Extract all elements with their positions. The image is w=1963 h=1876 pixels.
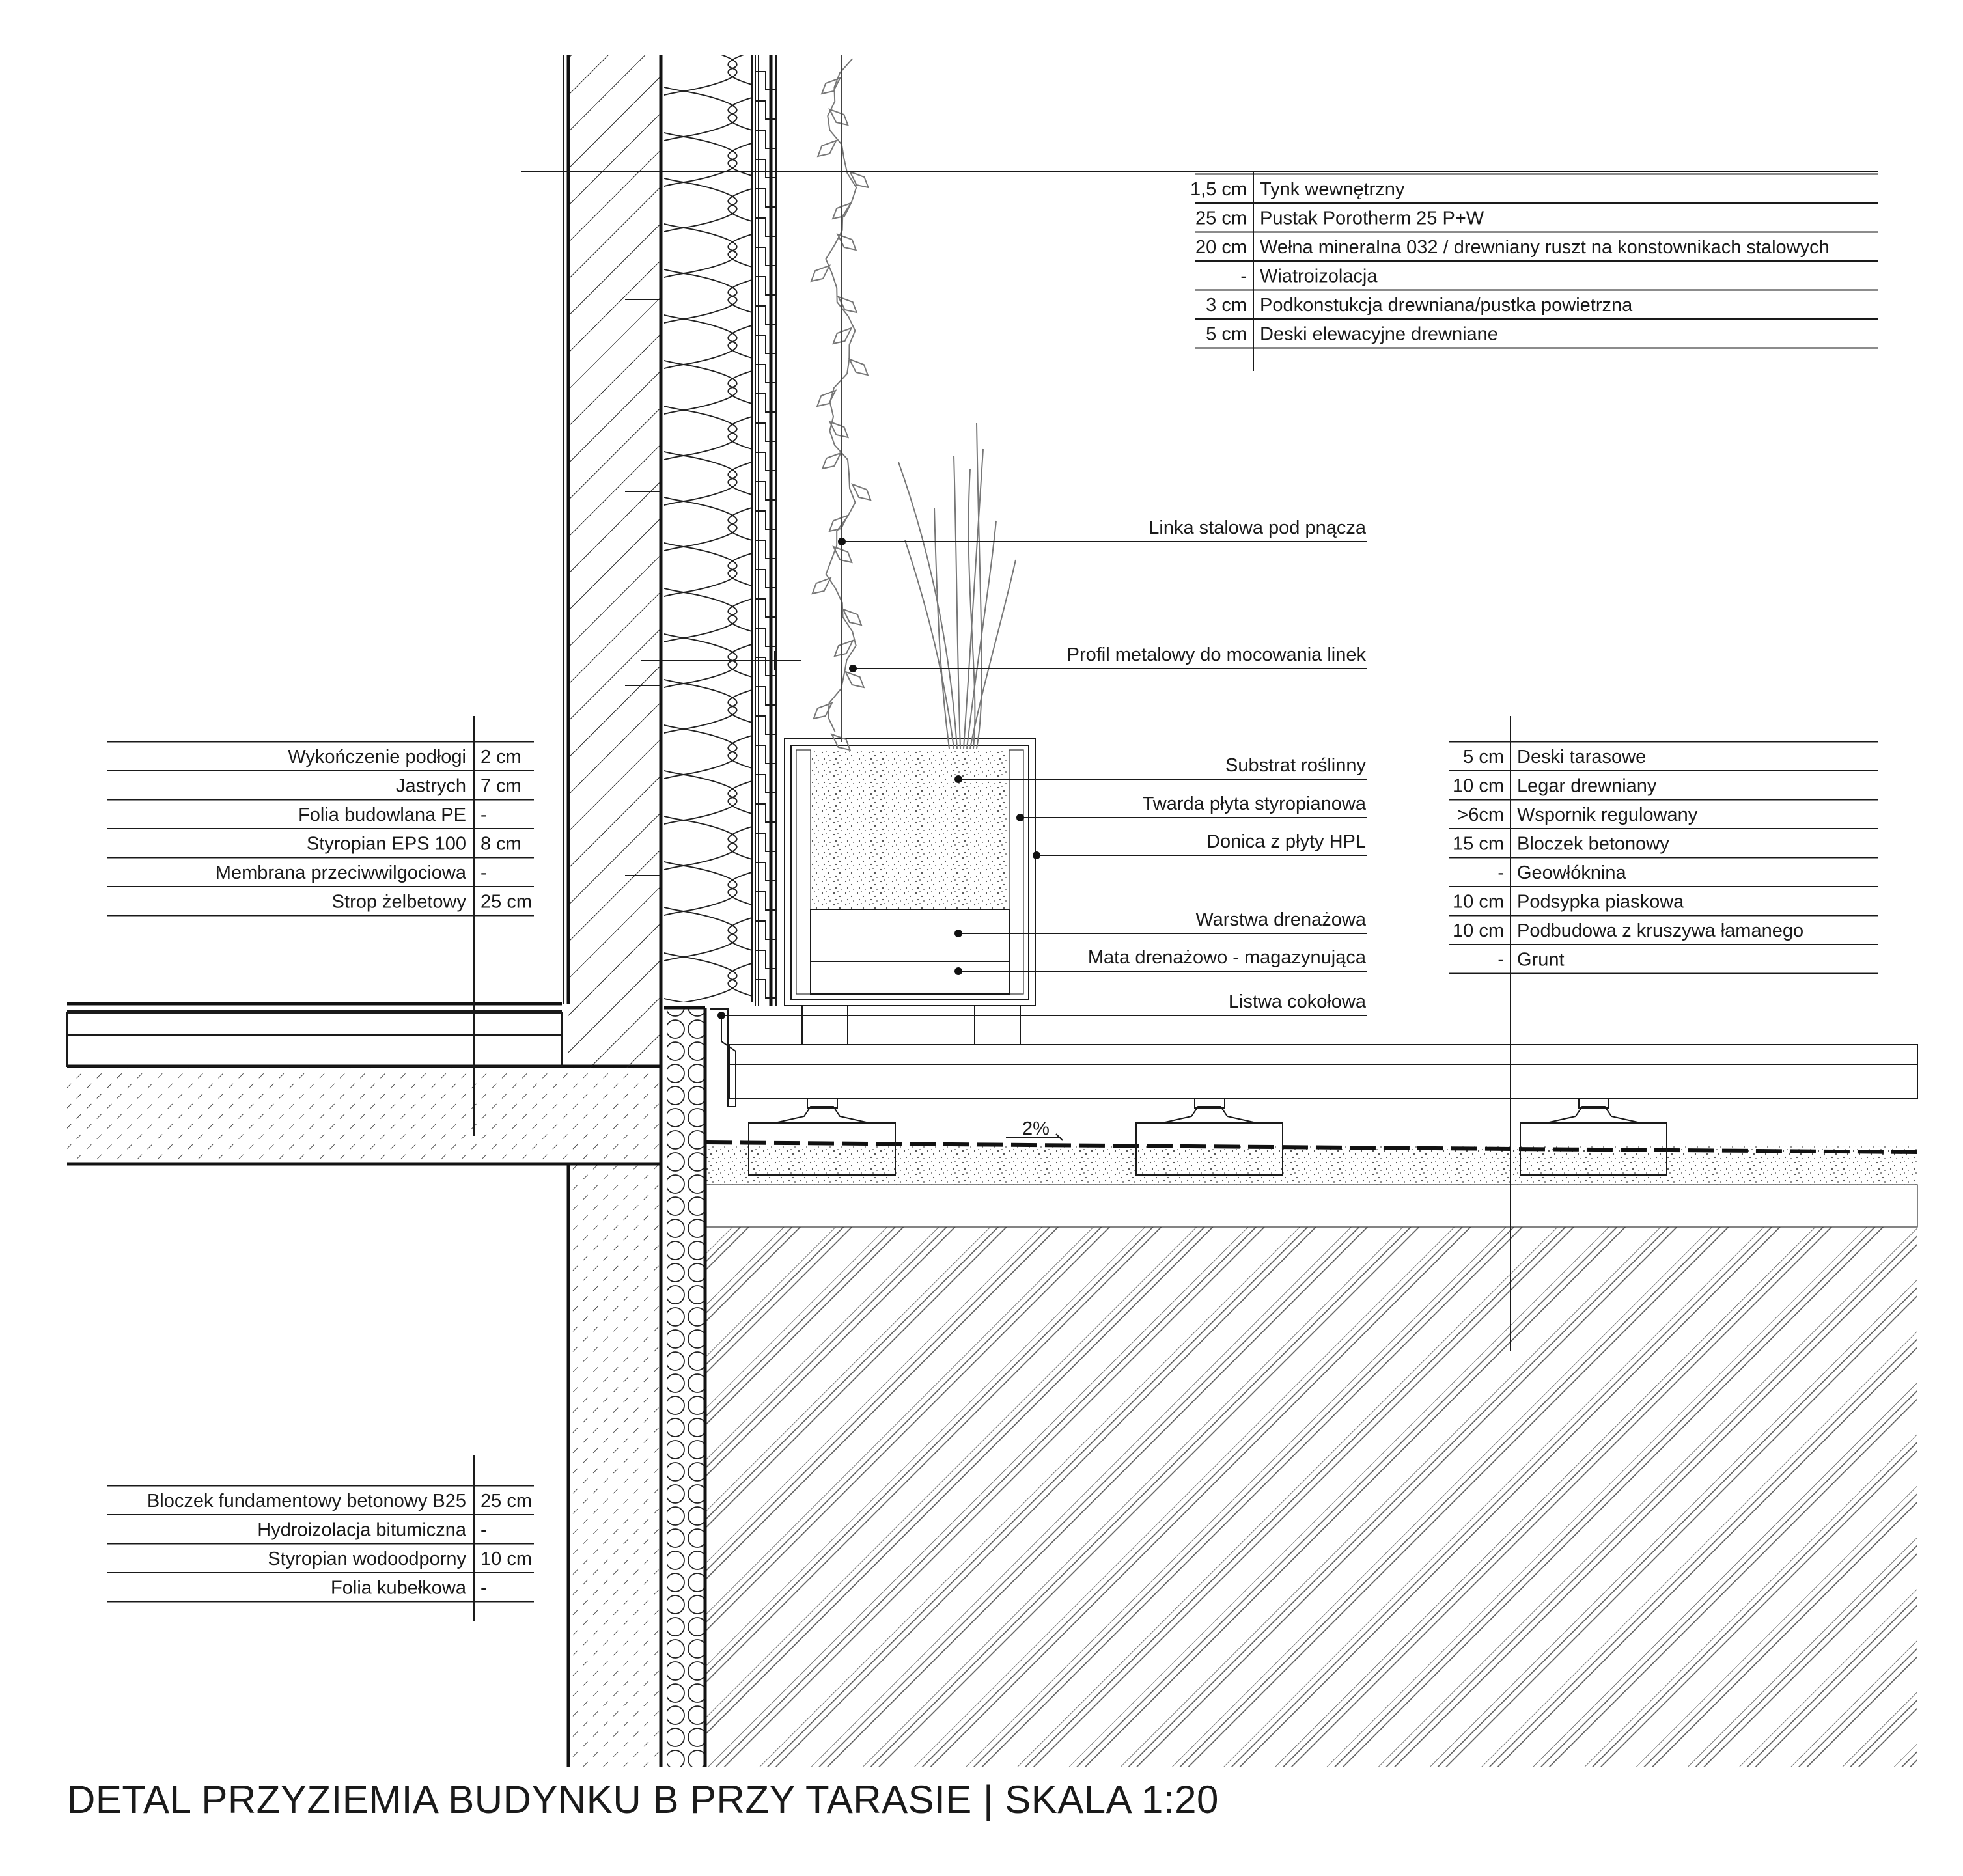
floor-layer-name: Wykończenie podłogi — [288, 747, 466, 767]
terrace-layer-name: Podbudowa z kruszywa łamanego — [1517, 920, 1803, 941]
foundation-layer-name: Bloczek fundamentowy betonowy B25 — [147, 1491, 466, 1511]
wall-layers-legend: 1,5 cm Tynk wewnętrzny 25 cm Pustak Porothe… — [521, 171, 1878, 371]
callout-dot — [954, 930, 962, 937]
sand-bedding-layer — [706, 1146, 1917, 1185]
terrace-layer-thickness: - — [1497, 862, 1504, 883]
foundation-layer-name: Hydroizolacja bitumiczna — [257, 1520, 467, 1541]
ground-hatch — [706, 1227, 1917, 1767]
facade-cladding — [755, 55, 777, 1006]
wall-layer-thickness: 20 cm — [1195, 237, 1247, 258]
terrace-layer-thickness: >6cm — [1457, 805, 1504, 825]
callout-label: Twarda płyta styropianowa — [1143, 793, 1367, 814]
foundation-block — [568, 1164, 661, 1767]
gravel-base-layer — [706, 1184, 1918, 1228]
callout-label: Warstwa drenażowa — [1195, 909, 1367, 930]
terrace-layer-thickness: 5 cm — [1463, 747, 1504, 767]
terrace-layers-legend: 5 cm Deski tarasowe 10 cm Legar drewniany >6… — [1449, 716, 1878, 1351]
terrace-layer-name: Legar drewniany — [1517, 776, 1657, 797]
wall-layer-thickness: 25 cm — [1195, 208, 1247, 229]
terrace-layer-name: Bloczek betonowy — [1517, 834, 1669, 855]
floor-layer-thickness: 2 cm — [480, 747, 522, 767]
foundation-layer-thickness: - — [480, 1578, 487, 1599]
floor-insulation — [66, 1034, 563, 1067]
foundation-layer-name: Folia kubełkowa — [331, 1578, 467, 1599]
wall-layer-name: Pustak Porotherm 25 P+W — [1260, 208, 1484, 229]
callout-label: Linka stalowa pod pnącza — [1149, 517, 1367, 538]
floor-layer-thickness: - — [480, 805, 487, 825]
deck-boards — [729, 1044, 1918, 1065]
foundation-layers-legend: Bloczek fundamentowy betonowy B25 25 cm Hy… — [107, 1455, 534, 1621]
callout-dot — [954, 775, 962, 783]
wall-layer-thickness: 3 cm — [1206, 295, 1247, 316]
skirting-profile — [710, 1008, 736, 1107]
callout-label: Donica z płyty HPL — [1206, 831, 1366, 852]
callout-label: Listwa cokołowa — [1229, 991, 1367, 1012]
callout-label: Mata drenażowo - magazynująca — [1088, 947, 1367, 968]
masonry-wall — [568, 55, 661, 1068]
terrace-layer-name: Geowłóknina — [1517, 862, 1627, 883]
floor-layers-legend: Wykończenie podłogi 2 cm Jastrych 7 cm Folia… — [107, 716, 534, 1136]
callout-dot — [838, 538, 846, 545]
foundation-layer-thickness: 10 cm — [480, 1549, 532, 1569]
mineral-wool — [664, 55, 752, 1002]
wall-layer-name: Deski elewacyjne drewniane — [1260, 324, 1498, 345]
callout-dot — [1033, 851, 1040, 859]
grass-plant — [898, 422, 1016, 749]
floor-layer-name: Folia budowlana PE — [298, 805, 466, 825]
terrace-layer-name: Deski tarasowe — [1517, 747, 1646, 767]
floor-layer-thickness: 7 cm — [480, 776, 522, 797]
foundation-layer-name: Styropian wodoodporny — [268, 1549, 466, 1569]
wall-layer-name: Wiatroizolacja — [1260, 266, 1378, 287]
callout-label: Profil metalowy do mocowania linek — [1067, 644, 1367, 665]
concrete-slab — [67, 1066, 661, 1164]
wall-layer-name: Tynk wewnętrzny — [1260, 179, 1405, 200]
terrace-layer-name: Podsypka piaskowa — [1517, 892, 1684, 913]
terrace-layer-thickness: 10 cm — [1453, 920, 1504, 941]
wall-anchors — [625, 299, 661, 876]
terrace-layer-thickness: - — [1497, 950, 1504, 971]
floor-layer-name: Membrana przeciwwilgociowa — [216, 862, 467, 883]
callout-dot — [717, 1012, 725, 1019]
terrace-layer-thickness: 10 cm — [1453, 776, 1504, 797]
slope-label: 2% — [1022, 1118, 1050, 1139]
floor-layer-name: Strop żelbetowy — [332, 892, 467, 913]
pedestals — [774, 1098, 1641, 1124]
structure — [66, 55, 1918, 1767]
callout-dot — [954, 967, 962, 975]
wall-layer-name: Wełna mineralna 032 / drewniany ruszt na… — [1260, 237, 1830, 258]
floor-layer-name: Jastrych — [396, 776, 466, 797]
callout-dot — [1016, 814, 1024, 821]
wall-layer-thickness: 5 cm — [1206, 324, 1247, 345]
floor-layer-thickness: 8 cm — [480, 834, 522, 855]
floor-layer-name: Styropian EPS 100 — [307, 834, 466, 855]
wall-layer-name: Podkonstukcja drewniana/pustka powietrzn… — [1260, 295, 1633, 316]
timber-joist — [729, 1064, 1918, 1099]
battens — [755, 71, 776, 999]
floor-layer-thickness: 25 cm — [480, 892, 532, 913]
foundation-xps — [667, 1008, 705, 1767]
wall-layer-thickness: 1,5 cm — [1190, 179, 1247, 200]
callout-label: Substrat roślinny — [1225, 755, 1366, 776]
terrace-layer-thickness: 10 cm — [1453, 892, 1504, 913]
foundation-layer-thickness: 25 cm — [480, 1491, 532, 1511]
planter — [784, 738, 1036, 1006]
terrace-layer-name: Wspornik regulowany — [1517, 805, 1698, 825]
drawing-title: DETAL PRZYZIEMIA BUDYNKU B PRZY TARASIE … — [67, 1778, 1219, 1821]
terrace-layer-thickness: 15 cm — [1453, 834, 1504, 855]
floor-screed — [66, 1012, 563, 1036]
foundation-layer-thickness: - — [480, 1520, 487, 1541]
terrace-layer-name: Grunt — [1517, 950, 1565, 971]
floor-layer-thickness: - — [480, 862, 487, 883]
wall-layer-thickness: - — [1240, 266, 1247, 287]
callout-dot — [849, 665, 857, 672]
